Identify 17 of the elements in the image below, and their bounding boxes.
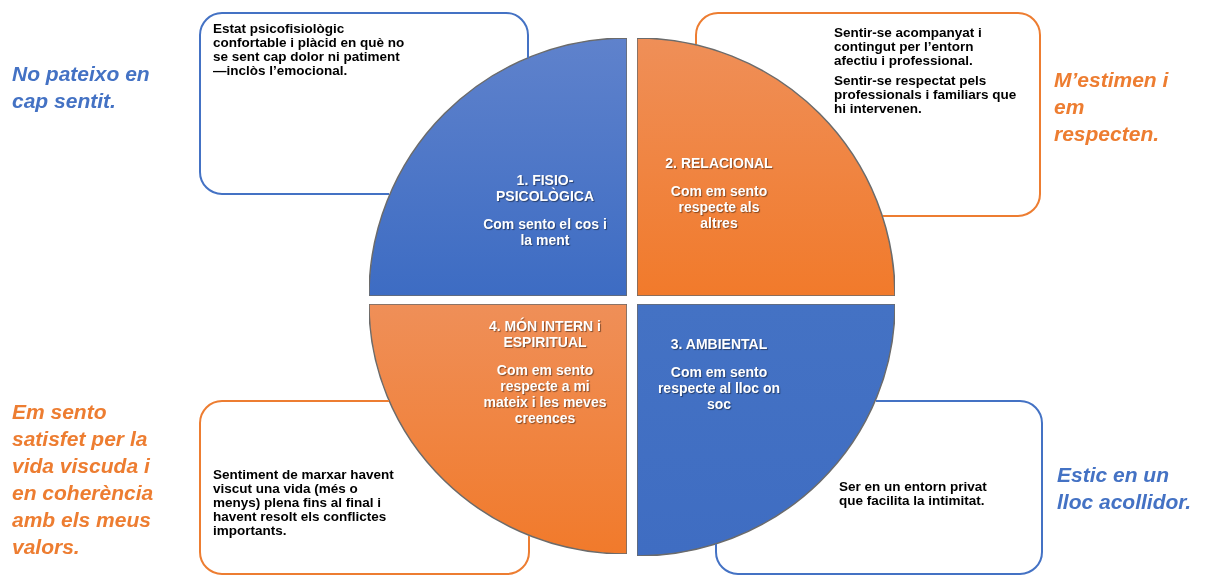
quadrant-heading: 2. RELACIONAL — [665, 155, 773, 171]
quadrant-heading: 1. FISIO-PSICOLÒGICA — [495, 172, 595, 204]
quadrant-heading: 3. AMBIENTAL — [670, 336, 768, 352]
statement-text: Em sento satisfet per la vida viscuda i en coherència amb els meus valors. — [12, 399, 155, 560]
description-text: Ser en un entorn privat que facilita la intimitat. — [839, 480, 988, 508]
quadrant-description: Com em sento respecte a mi mateix i les meves creences — [482, 362, 608, 426]
quadrant-description: Com sento el cos i la ment — [482, 216, 608, 248]
statement-text: Estic en un lloc acollidor. — [1057, 462, 1193, 515]
quadrant-description: Com em sento respecte al lloc on soc — [657, 364, 781, 412]
statement-text: No pateixo en cap sentit. — [12, 61, 151, 114]
quadrant-description: Com em sento respecte als altres — [669, 183, 769, 231]
description-text: Sentir-se acompanyat i contingut per l’entorn afectiu i professional. — [834, 26, 983, 68]
description-text: Sentir-se respectat pels professionals i familiars que hi intervenen. — [834, 74, 1018, 116]
description-text: Estat psicofisiològic confortable i plàcid en què no se sent cap dolor ni patiment —inclòs l’emocional. — [213, 22, 405, 78]
quadrant-heading: 4. MÓN INTERN i ESPIRITUAL — [488, 318, 602, 350]
description-text: Sentiment de marxar havent viscut una vida (més o menys) plena fins al final i havent resolt els conflictes importants. — [213, 468, 395, 538]
statement-text: M’estimen i em respecten. — [1054, 67, 1170, 147]
